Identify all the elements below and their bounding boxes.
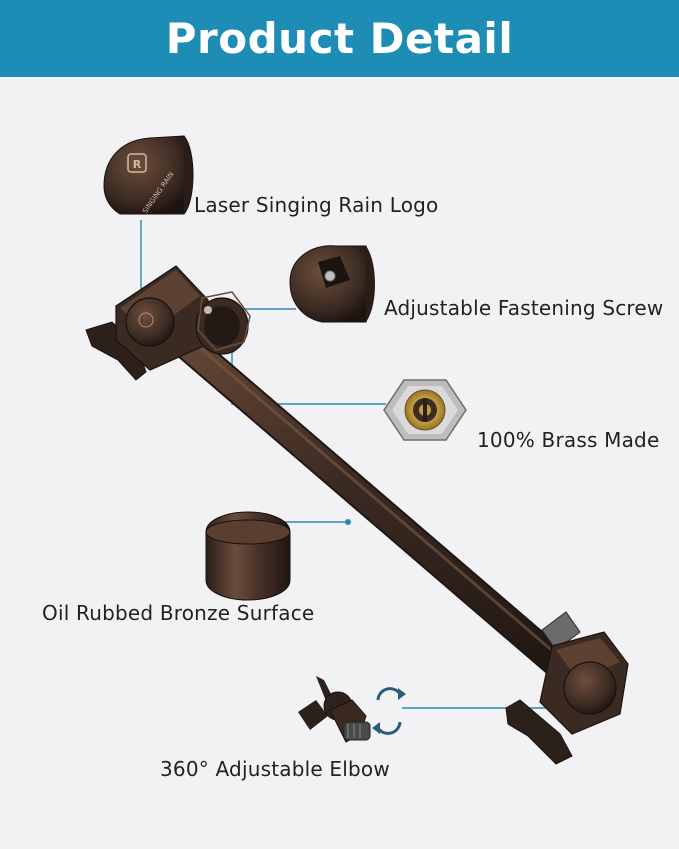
bronze-cylinder-detail bbox=[205, 511, 291, 601]
page-title: Product Detail bbox=[165, 14, 514, 63]
callout-elbow-label: 360° Adjustable Elbow bbox=[160, 757, 390, 781]
bottom-joint bbox=[505, 611, 629, 765]
rotate-arrows-icon bbox=[376, 687, 402, 735]
callout-logo-label: Laser Singing Rain Logo bbox=[194, 193, 439, 217]
brass-nut-detail bbox=[383, 379, 467, 441]
callout-brass-label: 100% Brass Made bbox=[477, 428, 660, 452]
top-joint bbox=[85, 265, 251, 381]
elbow-detail bbox=[298, 676, 371, 743]
logo-cap-detail: R SINGING RAIN bbox=[103, 135, 194, 215]
callout-surface-label: Oil Rubbed Bronze Surface bbox=[42, 601, 315, 625]
screw-detail bbox=[289, 245, 375, 323]
logo-monogram: R bbox=[133, 158, 142, 171]
shower-arm-rod bbox=[145, 307, 587, 691]
callout-screw-label: Adjustable Fastening Screw bbox=[384, 296, 664, 320]
header-banner: Product Detail bbox=[0, 0, 679, 77]
